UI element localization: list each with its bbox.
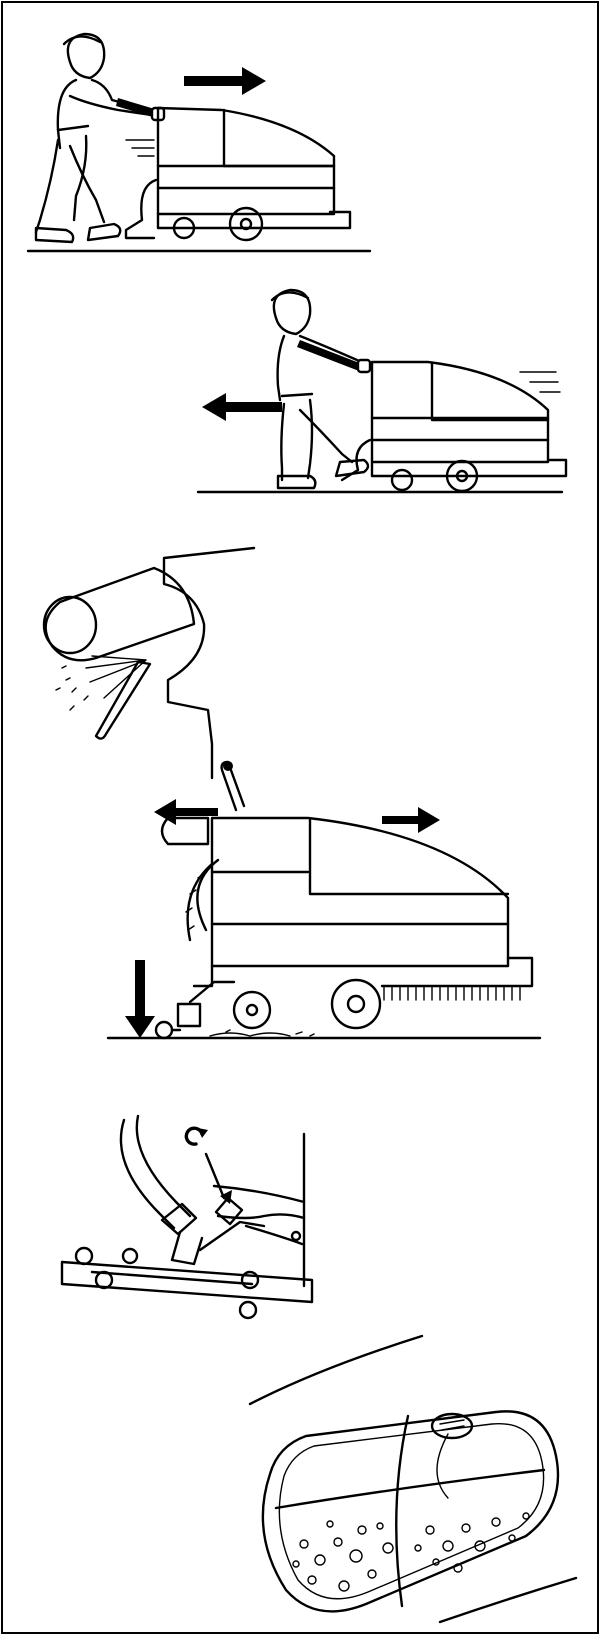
- arrow-right-icon: [382, 807, 440, 833]
- arrow-right-icon: [184, 67, 266, 95]
- arrow-left-icon: [202, 393, 282, 421]
- panel-hose-spray-detail: [42, 546, 256, 780]
- arrow-left-icon: [154, 799, 218, 825]
- machine-edge-top: [248, 1334, 424, 1406]
- panel-squeegee-lower: [106, 760, 542, 1040]
- panel-debris-tray: [248, 1334, 578, 1624]
- scrubber-machine: [154, 760, 534, 1040]
- panel-push-forward: [26, 32, 372, 253]
- machine-body: [210, 816, 510, 968]
- operator-figure: [34, 32, 166, 244]
- machine-body: [370, 360, 550, 464]
- adjustment-knob: [214, 1196, 244, 1226]
- hose-collar: [160, 1202, 198, 1236]
- debris-tray-outline: [261, 1410, 560, 1613]
- caster-wheel: [232, 990, 272, 1030]
- scrubber-machine: [124, 106, 352, 242]
- hose-tube: [44, 566, 196, 662]
- panel-squeegee-hose-knob: [60, 1114, 314, 1320]
- arrow-down-icon: [125, 960, 155, 1038]
- tray-divider-horizontal: [274, 1468, 546, 1510]
- rear-wheel: [445, 459, 479, 493]
- machine-profile: [162, 546, 256, 780]
- squeegee-assembly: [176, 1002, 202, 1028]
- rear-wheel: [228, 206, 264, 242]
- machine-body: [156, 106, 336, 216]
- rear-wheel: [330, 978, 382, 1030]
- debris-particles: [292, 1512, 530, 1592]
- squeegee-handle: [160, 816, 210, 846]
- caster-wheel: [390, 468, 414, 492]
- caster-wheel: [172, 216, 196, 240]
- panel-pull-backward: [196, 288, 568, 494]
- machine-edge-bottom: [438, 1576, 578, 1624]
- spray-wand: [94, 660, 152, 740]
- operator-figure: [270, 288, 372, 490]
- squeegee-blade: [60, 1260, 314, 1304]
- hose-opening: [42, 595, 98, 655]
- tray-divider-vertical: [395, 1414, 410, 1608]
- scrubber-machine: [340, 360, 568, 493]
